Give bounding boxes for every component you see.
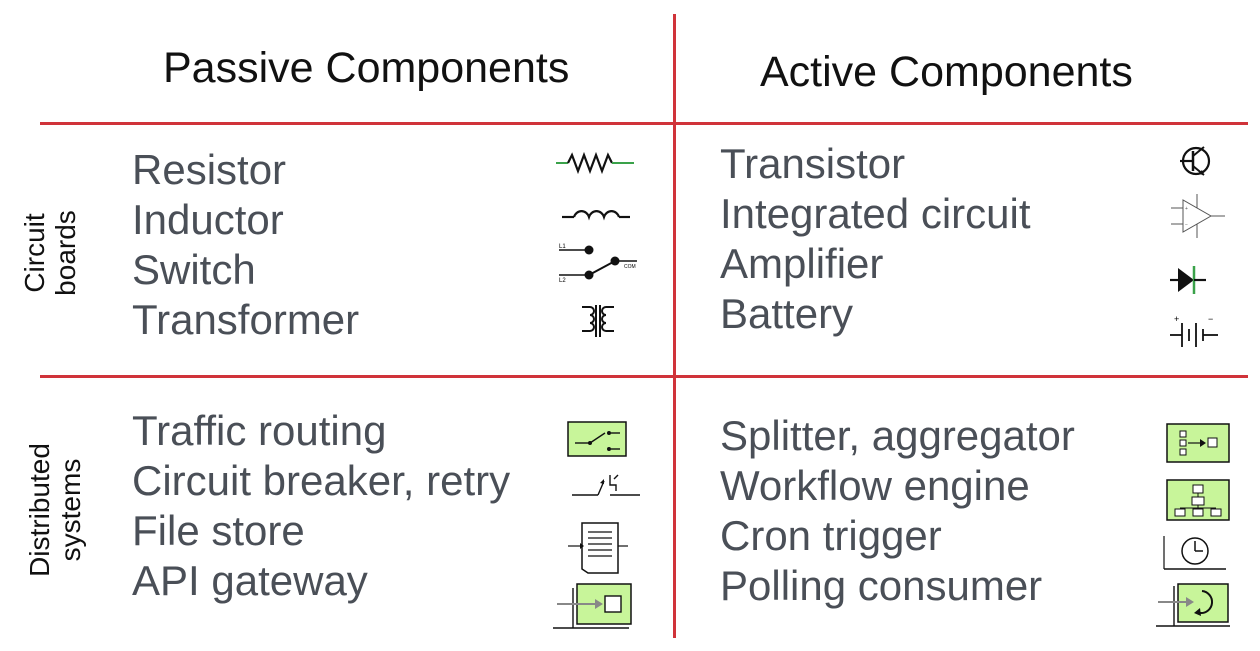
inductor-icon (560, 199, 634, 221)
file-store-icon (566, 520, 630, 576)
row-label-distributed-systems-text: Distributed systems (24, 443, 86, 577)
svg-text:−: − (1208, 314, 1213, 324)
transistor-icon (1176, 141, 1216, 181)
list-item: Cron trigger (720, 512, 942, 559)
list-item: Traffic routing (132, 407, 387, 454)
svg-text:+: + (1174, 314, 1179, 324)
workflow-icon (1166, 479, 1230, 521)
svg-text:−: − (1185, 222, 1188, 228)
list-item: File store (132, 507, 305, 554)
circuit-breaker-icon (570, 465, 642, 499)
content-router-icon (567, 421, 627, 457)
list-item: Inductor (132, 196, 284, 243)
vertical-divider (673, 14, 676, 638)
list-item: Switch (132, 246, 256, 293)
list-item: Transformer (132, 296, 360, 343)
diode-icon (1168, 260, 1208, 300)
list-item: Splitter, aggregator (720, 412, 1075, 459)
svg-text:L2: L2 (559, 278, 566, 284)
list-item: Amplifier (720, 240, 884, 287)
svg-text:+: + (1185, 206, 1188, 212)
row-label-distributed-systems: Distributed systems (24, 432, 86, 588)
list-item: Circuit breaker, retry (132, 457, 511, 504)
column-header-active: Active Components (760, 48, 1133, 96)
opamp-icon: + − (1163, 190, 1233, 244)
list-item: Resistor (132, 146, 287, 193)
battery-icon: + − (1168, 313, 1220, 353)
list-item: Battery (720, 290, 854, 337)
list-item: Workflow engine (720, 462, 1030, 509)
horizontal-divider-top (40, 122, 1248, 125)
svg-text:L1: L1 (559, 244, 566, 250)
svg-text:COM: COM (624, 264, 636, 270)
clock-icon (1162, 532, 1228, 572)
horizontal-divider-middle (40, 375, 1248, 378)
column-header-passive: Passive Components (163, 44, 570, 92)
list-item: Polling consumer (720, 562, 1043, 609)
list-item: Integrated circuit (720, 190, 1031, 237)
list-item: API gateway (132, 557, 368, 604)
switch-icon: L1 L2 COM (557, 238, 643, 284)
splitter-icon (1166, 423, 1230, 463)
row-label-circuit-boards: Circuit boards (19, 193, 81, 313)
list-item: Transistor (720, 140, 906, 187)
transformer-icon (578, 303, 618, 339)
gateway-icon (553, 582, 635, 630)
polling-consumer-icon (1156, 582, 1232, 628)
row-label-circuit-boards-text: Circuit boards (19, 210, 81, 296)
resistor-icon (556, 150, 636, 176)
